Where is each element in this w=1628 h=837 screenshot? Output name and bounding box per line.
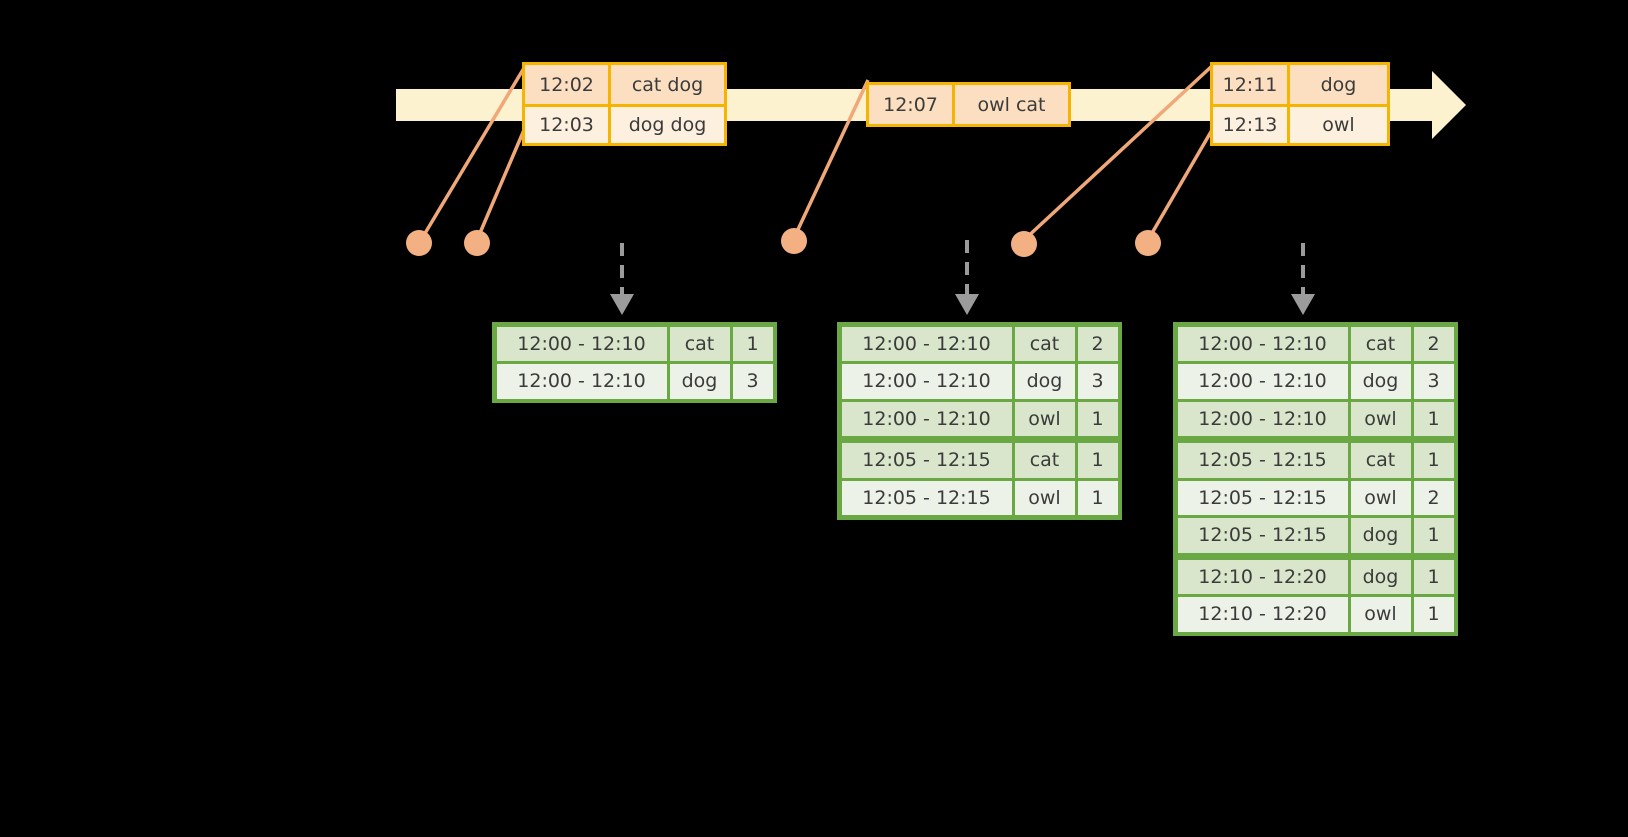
cell-count: 2 [1413,480,1454,515]
event-row[interactable]: 12:02 cat dog [525,65,724,104]
event-time: 12:02 [525,65,611,104]
cell-word: dog [1350,364,1411,399]
cell-count: 1 [1077,443,1118,478]
event-row[interactable]: 12:07 owl cat [869,85,1068,124]
cell-window: 12:00 - 12:10 [496,326,667,361]
event-dots [406,228,1161,257]
cell-count: 1 [1413,597,1454,632]
event-words: dog [1290,65,1387,104]
cell-window: 12:05 - 12:15 [1177,518,1348,553]
cell-word: dog [669,364,730,399]
event-group-a: 12:02 cat dog 12:03 dog dog [522,62,727,146]
event-group-c: 12:11 dog 12:13 owl [1210,62,1390,146]
cell-word: owl [1014,401,1075,436]
cell-window: 12:00 - 12:10 [1177,401,1348,436]
window-group-separator [1176,437,1455,442]
event-row[interactable]: 12:13 owl [1213,104,1387,143]
event-time: 12:03 [525,107,611,143]
cell-word: owl [1350,597,1411,632]
event-group-b: 12:07 owl cat [866,82,1071,127]
cell-window: 12:05 - 12:15 [841,480,1012,515]
event-words: dog dog [611,107,724,143]
cell-word: cat [669,326,730,361]
cell-count: 2 [1413,326,1454,361]
cell-window: 12:05 - 12:15 [1177,443,1348,478]
event-words: owl cat [955,85,1068,124]
cell-window: 12:00 - 12:10 [496,364,667,399]
cell-window: 12:10 - 12:20 [1177,559,1348,594]
window-group-separator [840,437,1119,442]
dashed-arrows [620,240,1305,296]
cell-word: cat [1350,443,1411,478]
event-time: 12:13 [1213,107,1290,143]
event-words: cat dog [611,65,724,104]
cell-word: dog [1350,559,1411,594]
cell-count: 1 [1413,443,1454,478]
cell-window: 12:00 - 12:10 [841,326,1012,361]
event-row[interactable]: 12:11 dog [1213,65,1387,104]
event-time: 12:07 [869,85,955,124]
cell-window: 12:05 - 12:15 [1177,480,1348,515]
cell-window: 12:10 - 12:20 [1177,597,1348,632]
cell-window: 12:00 - 12:10 [1177,326,1348,361]
cell-window: 12:00 - 12:10 [841,401,1012,436]
cell-word: cat [1014,326,1075,361]
cell-count: 1 [1413,518,1454,553]
cell-word: owl [1014,480,1075,515]
cell-count: 3 [732,364,773,399]
cell-count: 2 [1077,326,1118,361]
cell-word: dog [1350,518,1411,553]
cell-count: 1 [732,326,773,361]
dashed-arrow-heads [610,294,1315,315]
cell-word: dog [1014,364,1075,399]
cell-count: 3 [1413,364,1454,399]
event-words: owl [1290,107,1387,143]
cell-count: 1 [1077,480,1118,515]
cell-word: cat [1014,443,1075,478]
cell-word: owl [1350,480,1411,515]
cell-word: owl [1350,401,1411,436]
cell-count: 1 [1413,559,1454,594]
event-row[interactable]: 12:03 dog dog [525,104,724,143]
event-time: 12:11 [1213,65,1290,104]
cell-count: 1 [1077,401,1118,436]
cell-count: 1 [1413,401,1454,436]
cell-window: 12:05 - 12:15 [841,443,1012,478]
window-group-separator [1176,554,1455,558]
cell-window: 12:00 - 12:10 [841,364,1012,399]
cell-window: 12:00 - 12:10 [1177,364,1348,399]
cell-count: 3 [1077,364,1118,399]
cell-word: cat [1350,326,1411,361]
